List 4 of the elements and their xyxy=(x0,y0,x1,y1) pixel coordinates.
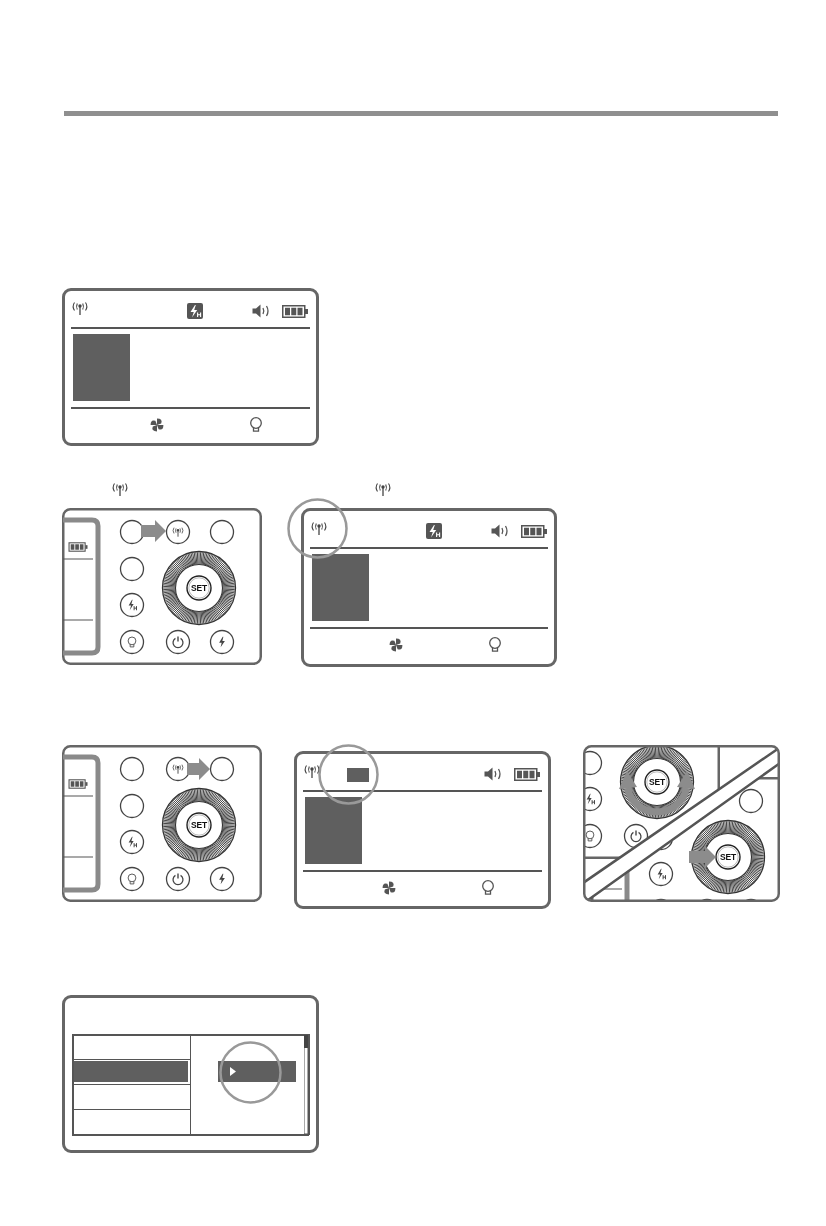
set-label: SET xyxy=(649,777,665,787)
set-label: SET xyxy=(191,820,207,830)
set-label: SET xyxy=(191,583,207,593)
set-label: SET xyxy=(720,852,736,862)
